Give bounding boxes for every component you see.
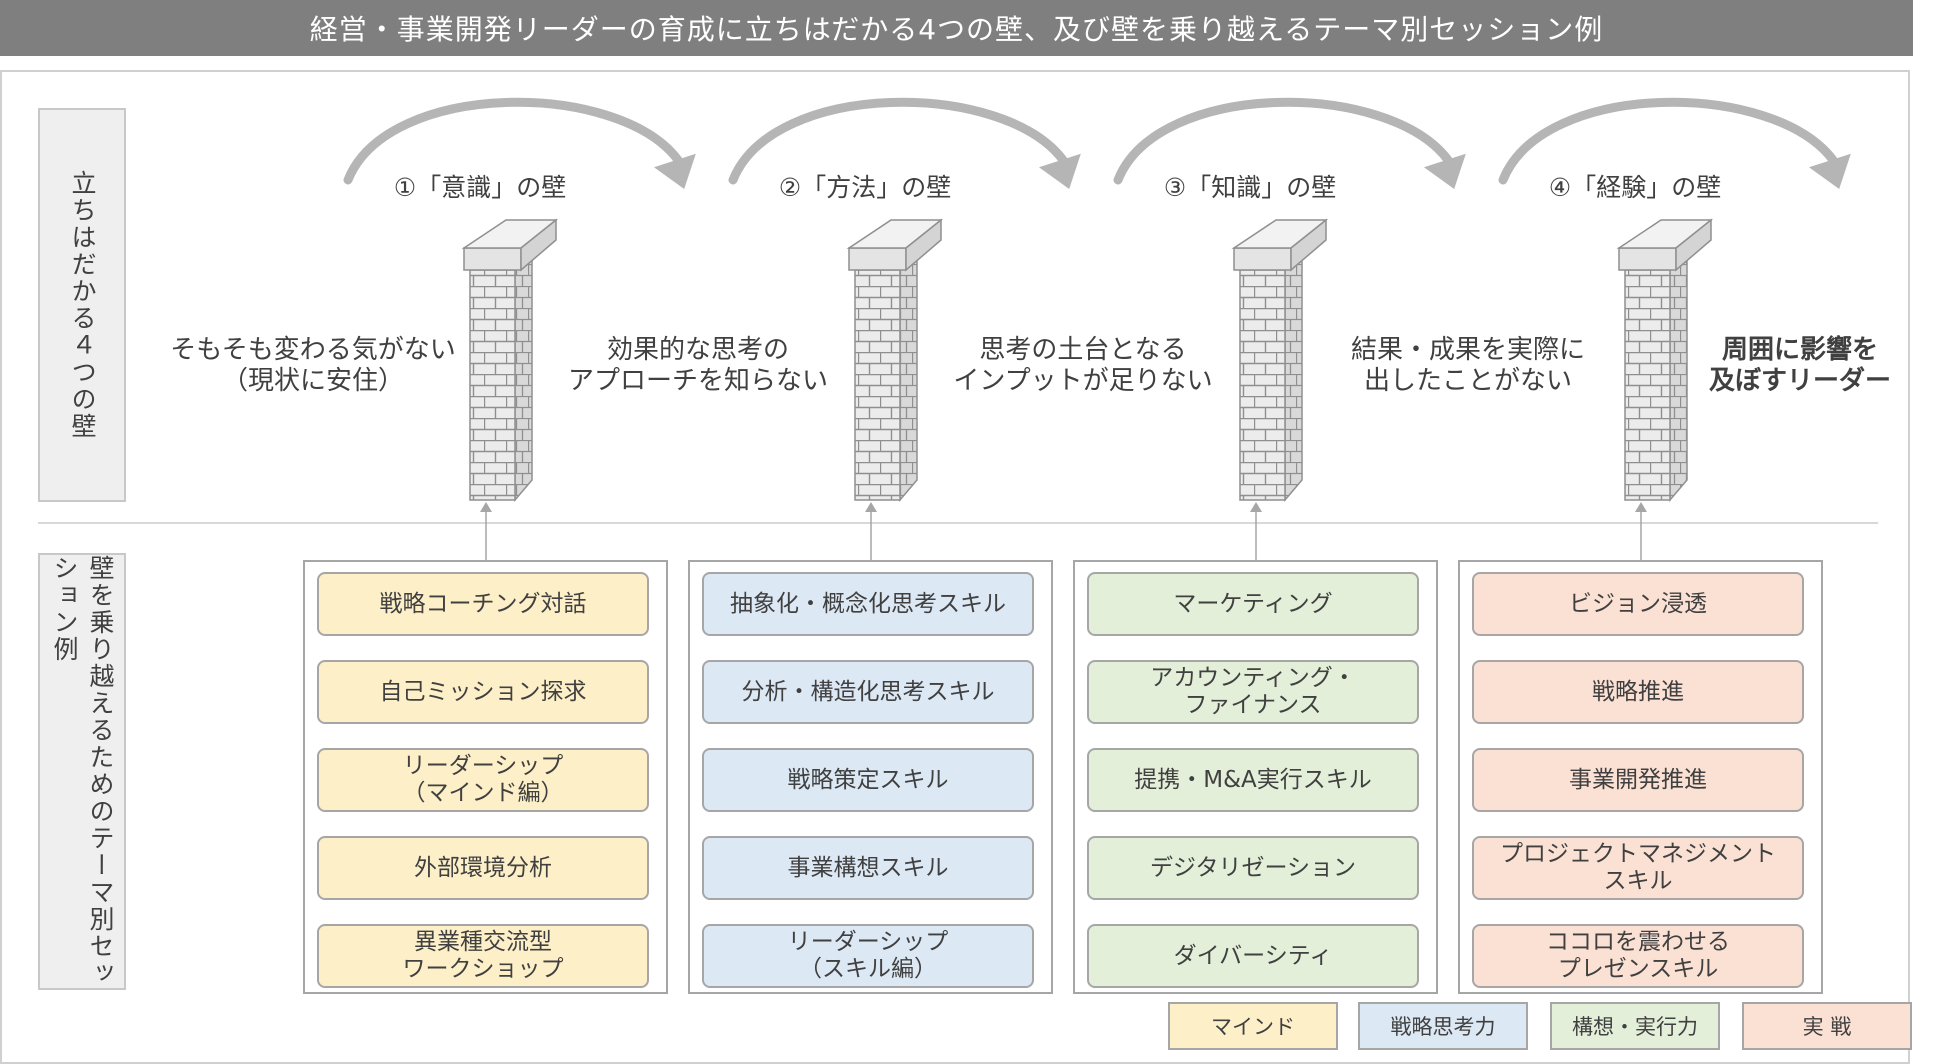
session-item: リーダーシップ （マインド編）	[317, 748, 649, 812]
session-item: 提携・M&A実行スキル	[1087, 748, 1419, 812]
barrier-text-2: 効果的な思考の アプローチを知らない	[548, 335, 848, 397]
brick-wall-icon	[1234, 220, 1326, 500]
session-item: 異業種交流型 ワークショップ	[317, 924, 649, 988]
session-group-execution: マーケティング アカウンティング・ ファイナンス 提携・M&A実行スキル デジタ…	[1073, 560, 1438, 994]
session-item: アカウンティング・ ファイナンス	[1087, 660, 1419, 724]
session-item: ビジョン浸透	[1472, 572, 1804, 636]
session-item: 事業開発推進	[1472, 748, 1804, 812]
session-item: 分析・構造化思考スキル	[702, 660, 1034, 724]
wall-title-awareness: ①「意識」の壁	[350, 168, 610, 204]
brick-wall-icon	[849, 220, 941, 500]
session-group-mind: 戦略コーチング対話 自己ミッション探求 リーダーシップ （マインド編） 外部環境…	[303, 560, 668, 994]
wall-title-knowledge: ③「知識」の壁	[1120, 168, 1380, 204]
session-item: 事業構想スキル	[702, 836, 1034, 900]
brick-wall-icon	[464, 220, 556, 500]
session-item: プロジェクトマネジメント スキル	[1472, 836, 1804, 900]
connector-arrow-icon	[480, 502, 492, 560]
session-item: リーダーシップ （スキル編）	[702, 924, 1034, 988]
session-item: マーケティング	[1087, 572, 1419, 636]
session-item: 戦略策定スキル	[702, 748, 1034, 812]
goal-text: 周囲に影響を 及ぼすリーダー	[1680, 335, 1920, 397]
session-item: ココロを震わせる プレゼンスキル	[1472, 924, 1804, 988]
wall-title-method: ②「方法」の壁	[735, 168, 995, 204]
session-item: 外部環境分析	[317, 836, 649, 900]
legend-mind: マインド	[1168, 1002, 1338, 1050]
barrier-text-1: そもそも変わる気がない （現状に安住）	[163, 335, 463, 397]
connector-arrow-icon	[865, 502, 877, 560]
connector-arrow-icon	[1635, 502, 1647, 560]
legend-strategic: 戦略思考力	[1358, 1002, 1528, 1050]
connector-arrow-icon	[1250, 502, 1262, 560]
session-group-practice: ビジョン浸透 戦略推進 事業開発推進 プロジェクトマネジメント スキル ココロを…	[1458, 560, 1823, 994]
wall-title-experience: ④「経験」の壁	[1505, 168, 1765, 204]
barrier-text-3: 思考の土台となる インプットが足りない	[933, 335, 1233, 397]
wall-connectors	[480, 502, 1647, 560]
session-item: 戦略推進	[1472, 660, 1804, 724]
session-item: 自己ミッション探求	[317, 660, 649, 724]
session-item: デジタリゼーション	[1087, 836, 1419, 900]
session-item: 戦略コーチング対話	[317, 572, 649, 636]
session-item: ダイバーシティ	[1087, 924, 1419, 988]
session-group-strategic: 抽象化・概念化思考スキル 分析・構造化思考スキル 戦略策定スキル 事業構想スキル…	[688, 560, 1053, 994]
barrier-text-4: 結果・成果を実際に 出したことがない	[1318, 335, 1618, 397]
legend-practice: 実 戦	[1742, 1002, 1912, 1050]
legend-execution: 構想・実行力	[1550, 1002, 1720, 1050]
session-item: 抽象化・概念化思考スキル	[702, 572, 1034, 636]
